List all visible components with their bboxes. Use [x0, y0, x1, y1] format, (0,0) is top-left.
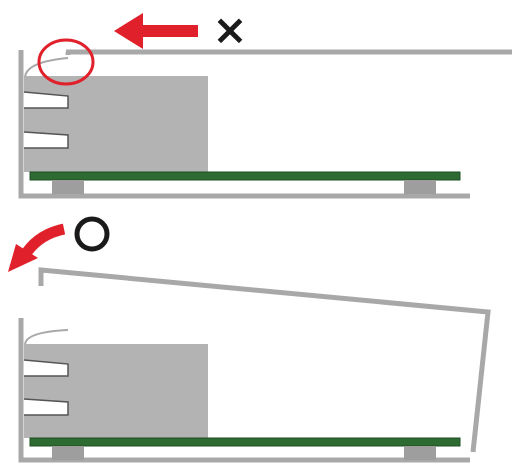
curved-arrow-icon	[8, 223, 66, 272]
wrong-mark: ×	[212, 5, 247, 54]
enclosure-lid-tilted	[38, 267, 491, 453]
lid-corner-lip-lower	[24, 329, 69, 346]
correct-mark-icon	[74, 216, 110, 252]
enclosure-frame-lower	[18, 318, 470, 463]
contact-spring-upper	[23, 91, 69, 109]
contact-spring-lower-lower	[23, 398, 69, 416]
correct-method-panel: ○	[8, 216, 491, 463]
foot-left	[52, 180, 84, 194]
lid-corner-lip	[24, 57, 69, 79]
contact-spring-upper-lower	[23, 359, 69, 377]
enclosure-lid	[65, 49, 512, 55]
contact-spring-lower	[23, 131, 69, 149]
circle-highlight-icon	[37, 38, 95, 86]
foot-left-lower	[52, 446, 84, 460]
foot-right	[404, 180, 436, 194]
circuit-board-lower	[29, 437, 461, 447]
connector-block-lower	[24, 344, 208, 438]
connector-block	[24, 76, 208, 172]
circuit-board	[29, 171, 461, 181]
wrong-method-panel: ×	[18, 5, 512, 199]
straight-arrow-left-icon	[114, 13, 198, 49]
foot-right-lower	[404, 446, 436, 460]
enclosure-frame	[18, 50, 470, 199]
